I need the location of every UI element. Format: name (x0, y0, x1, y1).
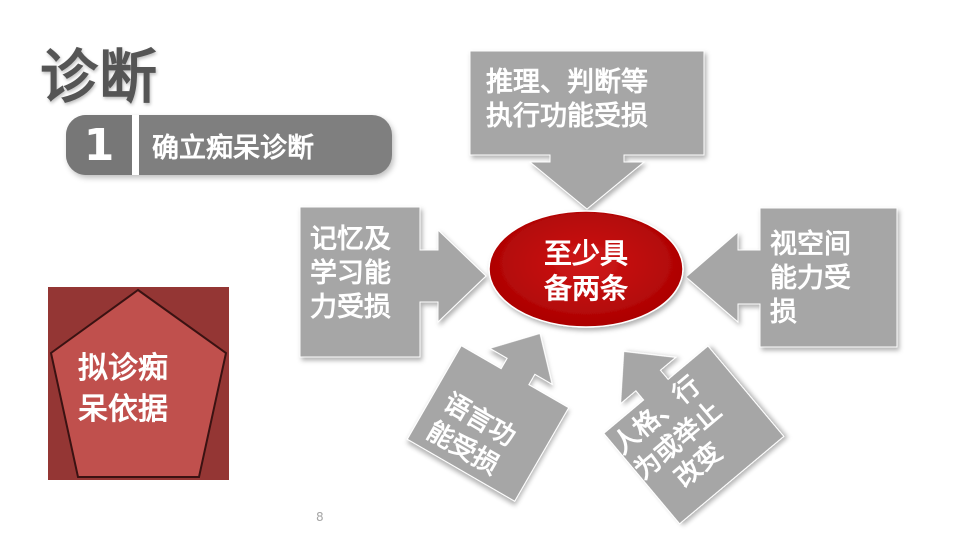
left-criterion-text: 记忆及 学习能 力受损 (310, 224, 391, 323)
step-divider (132, 115, 139, 175)
left-criterion-callout (299, 206, 487, 358)
page-number: 8 (316, 510, 324, 524)
bottom-left-criterion-callout (406, 332, 570, 502)
diagnosis-basis-box: 拟诊痴 呆依据 (48, 287, 229, 480)
slide-title: 诊断 (40, 43, 159, 111)
center-text: 至少具 备两条 (544, 237, 629, 305)
diagnosis-basis-text: 拟诊痴 呆依据 (78, 351, 168, 427)
top-criterion-text: 推理、判断等 执行功能受损 (486, 67, 648, 132)
center-ellipse (488, 210, 684, 328)
step-number: 1 (66, 115, 132, 175)
pentagon-graphic (48, 287, 229, 480)
step-label: 确立痴呆诊断 (152, 132, 314, 164)
right-criterion-callout (685, 207, 898, 348)
bottom-right-criterion-callout (603, 345, 785, 525)
top-criterion-callout (469, 50, 705, 210)
right-criterion-text: 视空间 能力受 损 (770, 229, 851, 328)
